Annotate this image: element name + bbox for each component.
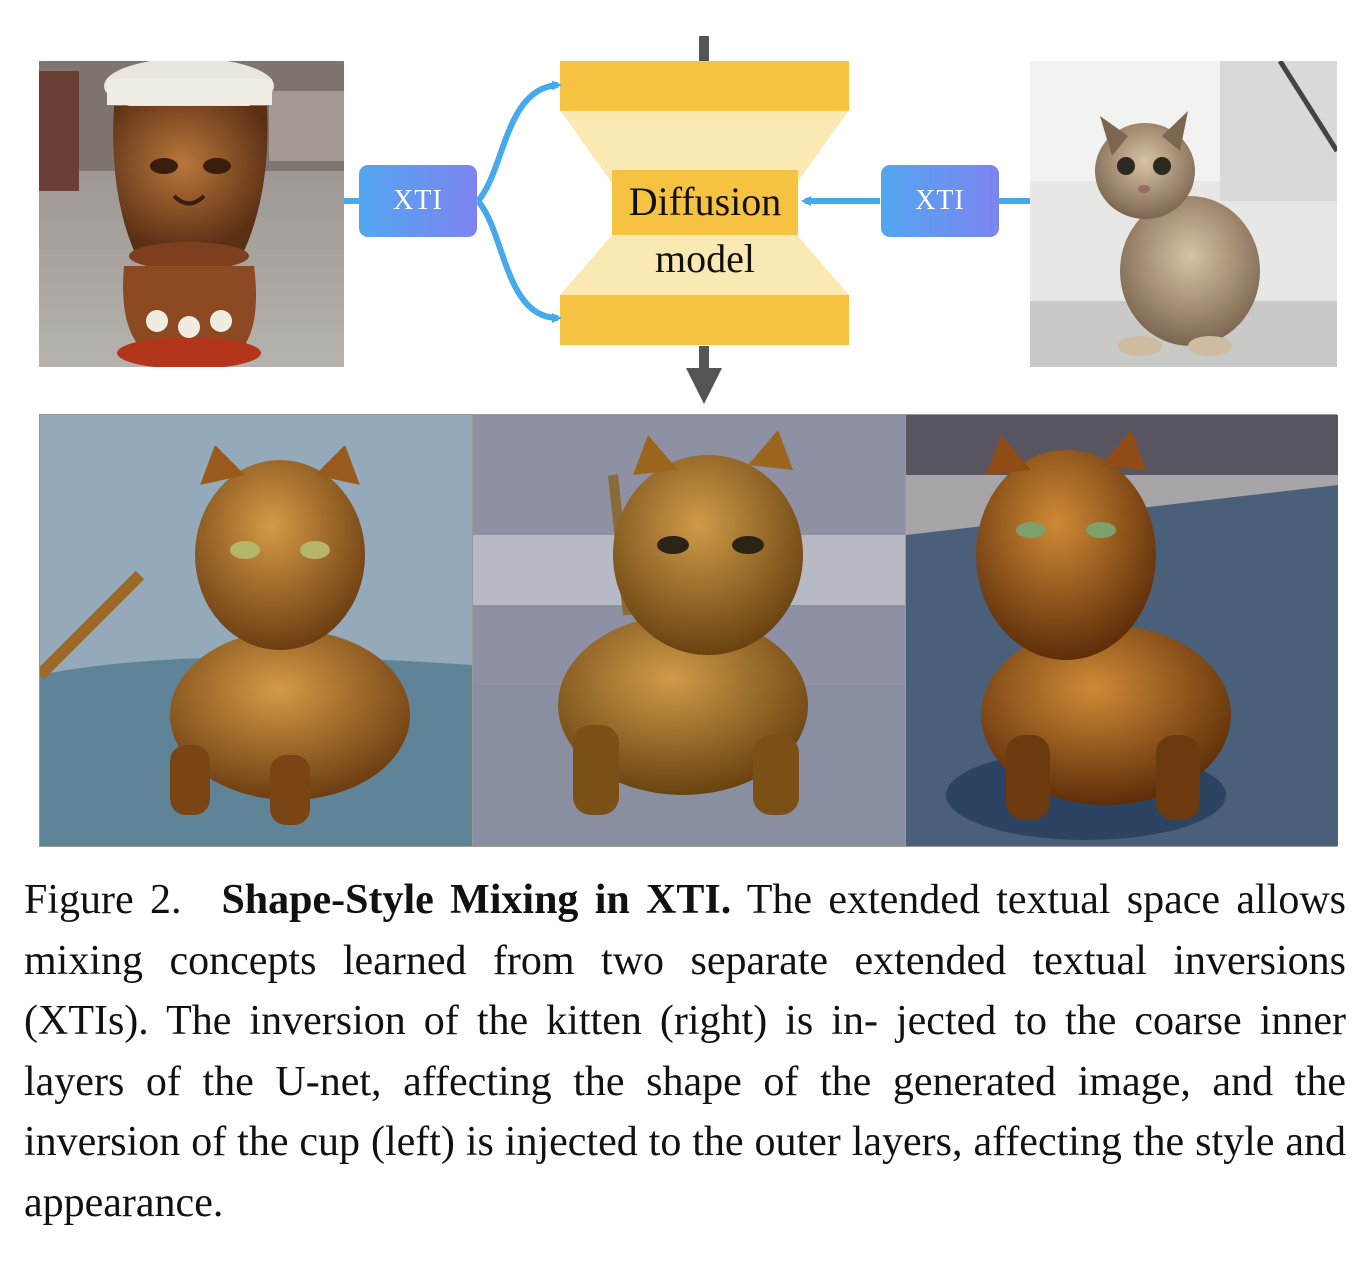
diffusion-model-label-line2: model [655, 236, 755, 281]
caption-body: The extended textual space allows mixing… [24, 877, 1347, 1226]
figure-number: Figure 2. [24, 877, 182, 923]
result-image-1 [40, 415, 472, 846]
xti-right-module: XTI [881, 165, 999, 237]
figure-caption: Figure 2. Shape-Style Mixing in XTI. The … [24, 870, 1346, 1233]
unet-bottleneck-layer [612, 170, 798, 235]
figure-title: Shape-Style Mixing in XTI. [221, 877, 732, 923]
cup-input-image [39, 61, 344, 367]
arrow-to-top-layer [475, 80, 562, 203]
diffusion-model-label-line1: Diffusion [628, 179, 782, 224]
diffusion-model-diagram [344, 36, 1030, 404]
input-arrow-line [699, 36, 709, 62]
kitten-input-image [1030, 61, 1337, 367]
arrow-to-bottom-layer [475, 199, 562, 323]
generated-results-strip [39, 414, 1338, 847]
result-image-2 [472, 415, 905, 846]
unet-top-layer [560, 61, 849, 111]
unet-bottom-layer [560, 295, 849, 345]
output-arrow-line [699, 346, 709, 370]
xti-left-module: XTI [359, 165, 477, 237]
result-image-3 [905, 415, 1338, 846]
output-arrow-head [686, 368, 722, 404]
